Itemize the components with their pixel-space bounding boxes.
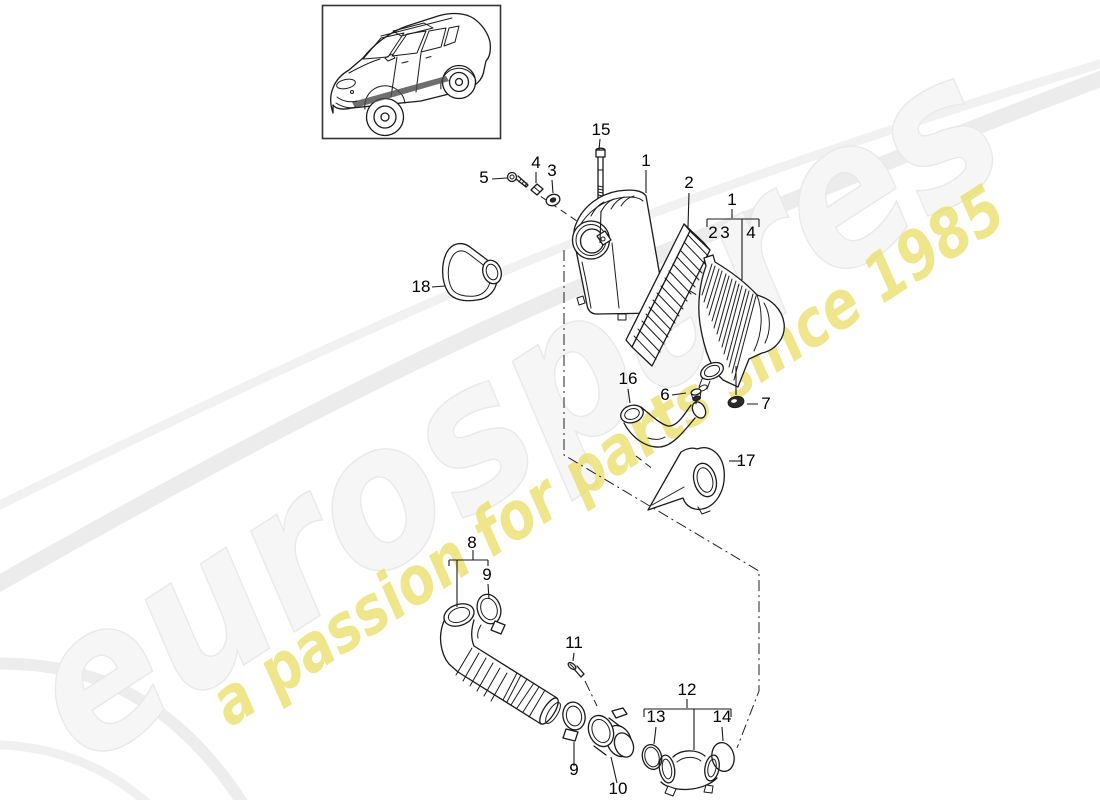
part-5-screw xyxy=(506,171,529,188)
part-16-air-hose xyxy=(620,401,707,448)
part-label-2: 2 xyxy=(684,173,693,192)
part-label-9-upper: 9 xyxy=(482,565,491,584)
part-11-screw xyxy=(567,661,585,678)
part-12-elbow-duct xyxy=(658,750,720,797)
part-label-10: 10 xyxy=(609,779,628,798)
part-label-11: 11 xyxy=(565,633,583,652)
part-10-mass-air-flow-sensor xyxy=(587,707,635,758)
part-label-7: 7 xyxy=(761,394,770,413)
part-label-3: 3 xyxy=(547,161,556,180)
part-label-12: 12 xyxy=(678,680,697,699)
part-label-18: 18 xyxy=(412,277,431,296)
porsche-cayenne-outline-icon xyxy=(330,12,492,137)
part-label-1: 1 xyxy=(641,151,650,170)
part-label-15: 15 xyxy=(592,120,611,139)
part-label-8: 8 xyxy=(467,533,476,552)
watermark-brand: eurospares xyxy=(0,9,1042,800)
vehicle-thumbnail xyxy=(321,4,502,140)
part-label-4: 4 xyxy=(531,153,540,172)
part-label-17: 17 xyxy=(737,451,756,470)
part-14-o-ring xyxy=(711,741,735,773)
part-18-intake-scoop xyxy=(441,242,502,302)
group-label-2: 2 xyxy=(708,223,717,242)
part-label-6: 6 xyxy=(660,385,669,404)
part-label-13: 13 xyxy=(647,707,666,726)
group-label-3: 3 xyxy=(720,223,729,242)
part-17-intake-funnel xyxy=(647,447,725,515)
vehicle-box-frame xyxy=(321,4,502,140)
part-label-14: 14 xyxy=(713,707,732,726)
part-7-grommet xyxy=(727,395,745,409)
group-bracket-1-2-3-4 xyxy=(706,209,760,280)
part-4-spacer xyxy=(530,183,544,196)
part-labels: 15 4 3 5 1 2 1 2 3 4 18 16 6 7 17 8 9 11… xyxy=(412,120,771,798)
group-label-4: 4 xyxy=(746,223,755,242)
part-1-air-cleaner-housing-lower xyxy=(698,254,785,392)
part-9-clamp-upper xyxy=(476,593,506,639)
part-6-cap xyxy=(690,388,702,405)
group-label-1: 1 xyxy=(727,190,736,209)
part-label-9-lower: 9 xyxy=(569,760,578,779)
part-9-clamp-lower xyxy=(562,701,586,742)
part-13-o-ring xyxy=(641,744,663,770)
part-label-16: 16 xyxy=(619,369,638,388)
part-8-intake-tube xyxy=(439,603,561,725)
part-3-nut xyxy=(545,193,561,207)
part-label-5: 5 xyxy=(479,168,488,187)
part-2-filter-element xyxy=(625,223,711,367)
leader-lines xyxy=(431,138,758,784)
